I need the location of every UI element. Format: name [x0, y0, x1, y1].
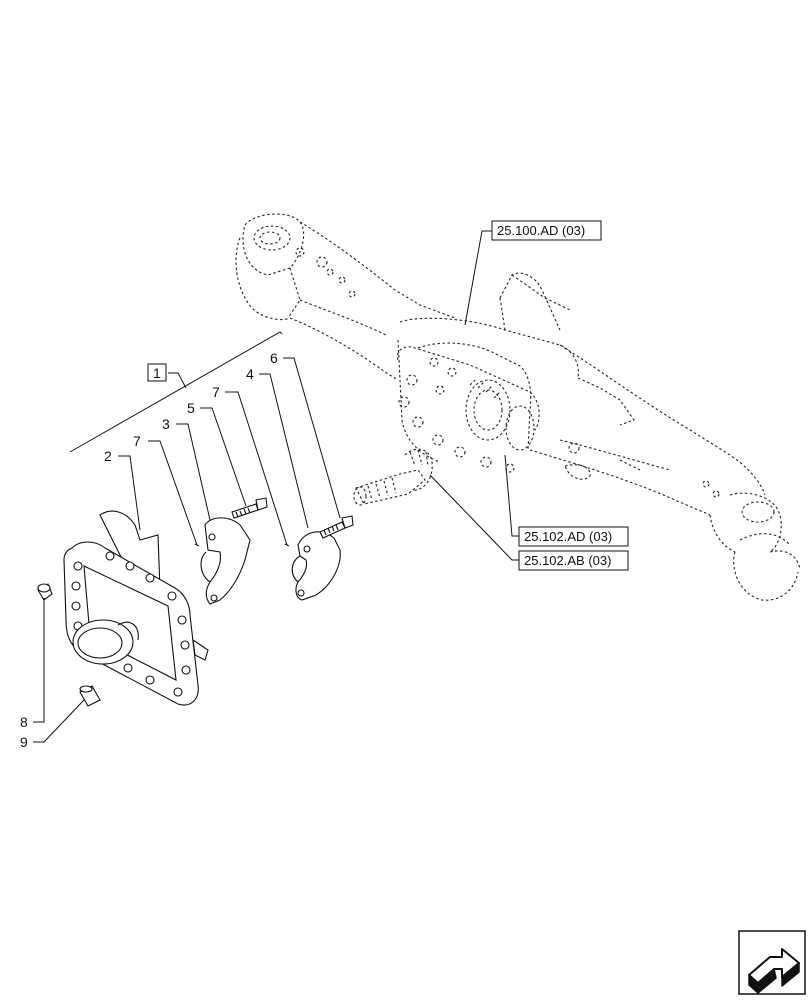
pinion-shaft-phantom	[353, 448, 433, 506]
ref-box-25-100-ad	[491, 220, 602, 241]
callout-9: 9	[20, 734, 28, 750]
ref-box-25-102-ad	[518, 526, 629, 547]
arrow-next-icon	[748, 948, 800, 994]
bolt-item-6	[319, 515, 354, 539]
plug-item-8	[37, 583, 53, 601]
bearing-housing-cover	[63, 510, 209, 706]
bearing-cap-left	[194, 517, 251, 605]
ref-25-100-ad[interactable]: 25.100.AD (03)	[497, 223, 585, 238]
callout-2: 2	[104, 448, 112, 464]
ref-box-25-102-ab	[518, 550, 629, 571]
callout-7-right: 7	[212, 384, 220, 400]
callout-3: 3	[162, 416, 170, 432]
callout-6: 6	[270, 350, 278, 366]
ref-25-102-ad[interactable]: 25.102.AD (03)	[524, 529, 612, 544]
leader-lines	[33, 230, 519, 743]
callout-labels: 1 2 7 3 5 7 4 6 8 9	[20, 350, 278, 750]
reference-boxes: 25.100.AD (03) 25.102.AD (03) 25.102.AB …	[491, 220, 629, 571]
callout-5: 5	[187, 400, 195, 416]
callout-8: 8	[20, 714, 28, 730]
bolt-item-5	[231, 497, 268, 519]
callout-7-left: 7	[133, 433, 141, 449]
callout-box-1	[147, 363, 167, 382]
fitting-item-9	[79, 685, 101, 707]
bearing-cap-right	[284, 531, 341, 601]
ref-25-102-ab[interactable]: 25.102.AB (03)	[524, 553, 611, 568]
axle-housing-phantom	[235, 213, 801, 601]
next-page-button[interactable]	[738, 930, 806, 995]
callout-1: 1	[153, 365, 161, 381]
callout-4: 4	[246, 366, 254, 382]
